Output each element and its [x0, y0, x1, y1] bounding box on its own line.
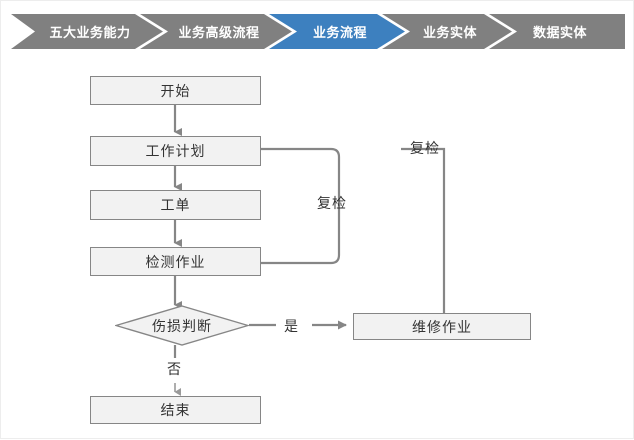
node-end-label: 结束 [160, 402, 191, 418]
breadcrumb-step-5-label: 数据实体 [532, 25, 587, 40]
breadcrumb-step-3-label: 业务流程 [312, 25, 367, 40]
node-inspection-label: 检测作业 [145, 253, 206, 270]
breadcrumb-step-4-label: 业务实体 [422, 25, 477, 40]
edge-label-yes: 是 [284, 318, 299, 334]
node-decision[interactable]: 伤损判断 [115, 305, 249, 346]
node-end[interactable]: 结束 [90, 396, 261, 424]
edge-recheck-inner [187, 149, 341, 265]
edge-label-recheck-inner: 复检 [317, 195, 347, 211]
breadcrumb-step-1-label: 五大业务能力 [49, 25, 131, 40]
edge-label-recheck-outer: 复检 [410, 140, 440, 156]
diamond-shape [115, 305, 249, 346]
node-start[interactable]: 开始 [90, 76, 261, 105]
breadcrumb-step-1[interactable]: 五大业务能力 [11, 14, 163, 49]
edge-label-no: 否 [167, 361, 182, 377]
node-inspection[interactable]: 检测作业 [90, 247, 261, 276]
node-workplan-label: 工作计划 [145, 143, 206, 159]
node-workorder[interactable]: 工单 [90, 190, 261, 220]
edge-recheck-outer [401, 147, 446, 313]
node-repair[interactable]: 维修作业 [353, 313, 531, 340]
breadcrumb: 五大业务能力 业务高级流程 业务流程 业务实体 数据实体 [1, 14, 634, 49]
breadcrumb-step-5[interactable]: 数据实体 [489, 14, 625, 49]
node-workplan[interactable]: 工作计划 [90, 136, 261, 166]
node-decision-label: 伤损判断 [152, 317, 212, 334]
node-start-label: 开始 [160, 82, 191, 99]
node-repair-label: 维修作业 [412, 318, 472, 335]
node-workorder-label: 工单 [160, 197, 191, 213]
breadcrumb-step-2-label: 业务高级流程 [178, 25, 260, 40]
